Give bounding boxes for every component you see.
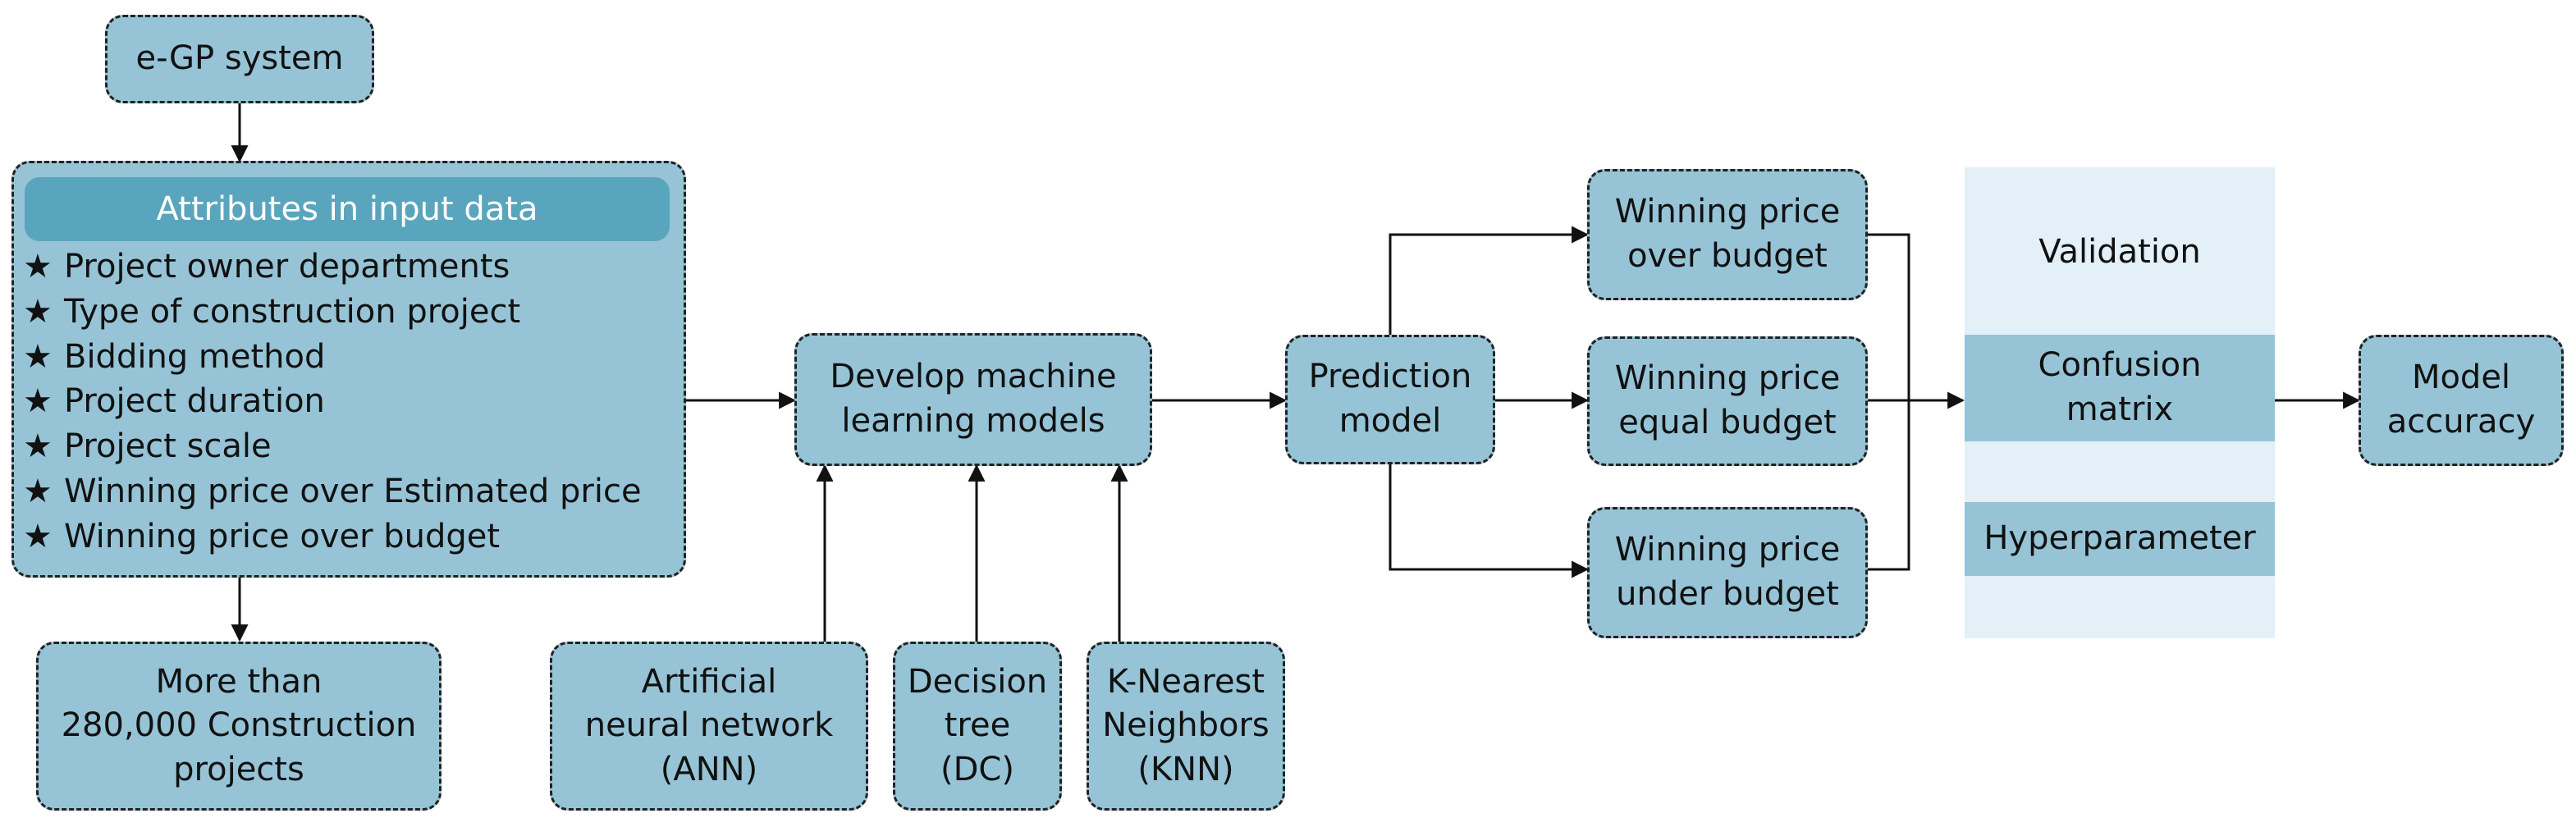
arrow-prediction-to-over — [1389, 226, 1590, 335]
ann-label: Artificial neural network (ANN) — [584, 662, 834, 788]
decision-tree-node: Decision tree (DC) — [893, 642, 1062, 811]
attribute-item: ★Winning price over Estimated price — [23, 469, 679, 514]
attribute-item: ★Bidding method — [23, 335, 679, 380]
egp-system-node: e-GP system — [105, 15, 374, 103]
hyperparameter-band: Hyperparameter — [1965, 502, 2275, 576]
knn-label: K-Nearest Neighbors (KNN) — [1102, 662, 1270, 788]
knn-node: K-Nearest Neighbors (KNN) — [1087, 642, 1285, 811]
egp-system-label: e-GP system — [135, 39, 344, 78]
ann-node: Artificial neural network (ANN) — [550, 642, 868, 811]
connector-under-to-merge — [1868, 400, 1910, 571]
attribute-item: ★Project duration — [23, 379, 679, 424]
projects-count-node: More than 280,000 Construction projects — [36, 642, 442, 811]
attribute-item: ★Project scale — [23, 424, 679, 469]
star-icon: ★ — [23, 292, 53, 331]
prediction-model-label: Prediction model — [1308, 358, 1472, 440]
under-budget-node: Winning price under budget — [1587, 507, 1868, 638]
attribute-item: ★Type of construction project — [23, 290, 679, 335]
star-icon: ★ — [23, 427, 53, 466]
star-icon: ★ — [23, 337, 53, 376]
attributes-header: Attributes in input data — [25, 177, 670, 241]
decision-tree-label: Decision tree (DC) — [907, 662, 1048, 788]
confusion-matrix-band: Confusion matrix — [1965, 335, 2275, 441]
prediction-model-node: Prediction model — [1285, 335, 1495, 464]
projects-count-label: More than 280,000 Construction projects — [61, 662, 417, 788]
develop-models-label: Develop machine learning models — [830, 358, 1117, 440]
model-accuracy-node: Model accuracy — [2359, 335, 2564, 466]
develop-models-node: Develop machine learning models — [794, 333, 1152, 466]
attribute-item: ★Winning price over budget — [23, 514, 679, 560]
star-icon: ★ — [23, 248, 53, 286]
equal-budget-node: Winning price equal budget — [1587, 336, 1868, 466]
attributes-list: ★Project owner departments ★Type of cons… — [23, 244, 679, 560]
model-accuracy-label: Model accuracy — [2386, 359, 2536, 441]
star-icon: ★ — [23, 472, 53, 510]
equal-budget-label: Winning price equal budget — [1614, 359, 1841, 441]
under-budget-label: Winning price under budget — [1614, 531, 1841, 613]
validation-title: Validation — [2038, 233, 2201, 272]
arrow-prediction-to-under — [1389, 464, 1590, 578]
over-budget-node: Winning price over budget — [1587, 169, 1868, 300]
over-budget-label: Winning price over budget — [1614, 193, 1841, 275]
hyperparameter-label: Hyperparameter — [1983, 519, 2256, 558]
star-icon: ★ — [23, 382, 53, 421]
star-icon: ★ — [23, 517, 53, 555]
confusion-matrix-label: Confusion matrix — [2038, 346, 2202, 428]
connector-over-to-merge — [1868, 233, 1910, 400]
attribute-item: ★Project owner departments — [23, 244, 679, 290]
